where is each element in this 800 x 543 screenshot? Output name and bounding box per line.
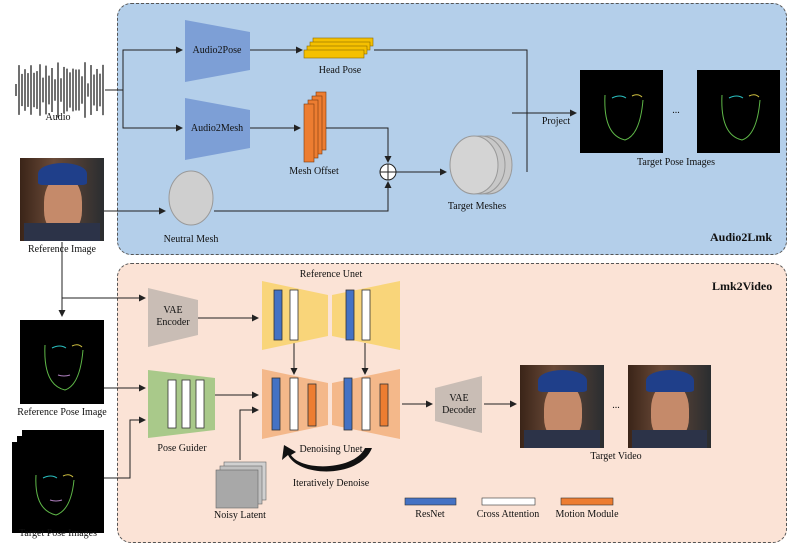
resnet-block [345,289,355,341]
audio2mesh-label: Audio2Mesh [190,123,244,134]
legend-label-cross-attention: Cross Attention [476,509,540,520]
cross-attention-block [361,289,371,341]
resnet-block [271,377,281,431]
vae-decoder-label: VAE Decoder [442,393,476,416]
audio2lmk-title: Audio2Lmk [710,230,773,244]
target-video-label: Target Video [590,451,642,462]
cross-attention-block [289,289,299,341]
vae-encoder-module [148,288,198,347]
audio2pose-label: Audio2Pose [192,45,242,56]
mesh-offset-stack [303,91,327,163]
target-pose-stack [12,442,94,533]
resnet-block [343,377,353,431]
ellipsis: ... [672,105,680,116]
audio2mesh-module [185,98,250,160]
ellipsis: ... [612,400,620,411]
reference-pose-image-label: Reference Pose Image [17,407,107,418]
iteratively-denoise-arrow [282,445,372,472]
reference-pose-image [20,320,104,404]
head-pose-stack [303,37,374,59]
reference-image [20,158,104,241]
legend-swatch-resnet [404,497,457,506]
target-pose-images-input-label: Target Pose Images [19,528,97,539]
cross-attention-block [361,377,371,431]
target-meshes [449,135,513,195]
target-video-frame [520,365,604,448]
cross-attention-block [289,377,299,431]
motion-module-block [379,383,389,427]
neutral-mesh [168,170,214,226]
audio2pose-module [185,20,250,82]
noisy-latent-label: Noisy Latent [214,510,266,521]
vae-encoder-label: VAE Encoder [156,305,190,328]
noisy-latent-stack [215,461,267,509]
project-label: Project [541,116,571,127]
head-pose-label: Head Pose [318,65,362,76]
legend-label-resnet: ResNet [415,509,445,520]
mesh-offset-label: Mesh Offset [289,166,339,177]
legend-swatch-motion-module [560,497,614,506]
legend-swatch-cross-attention [481,497,536,506]
audio-label: Audio [45,112,71,123]
reference-image-label: Reference Image [27,244,97,255]
legend-label-motion-module: Motion Module [555,509,619,520]
audio-waveform-icon [15,62,104,118]
resnet-block [273,289,283,341]
pose-guider-label: Pose Guider [157,443,207,454]
lmk2video-title: Lmk2Video [712,279,773,293]
target-meshes-label: Target Meshes [447,201,507,212]
iteratively-denoise-label: Iteratively Denoise [292,478,370,489]
target-pose-images-label: Target Pose Images [637,157,715,168]
target-video-frame [628,365,711,448]
reference-unet-label: Reference Unet [299,269,363,280]
neutral-mesh-label: Neutral Mesh [163,234,219,245]
vae-decoder-module [435,376,482,433]
motion-module-block [307,383,317,427]
denoising-unet-label: Denoising Unet [299,444,363,455]
